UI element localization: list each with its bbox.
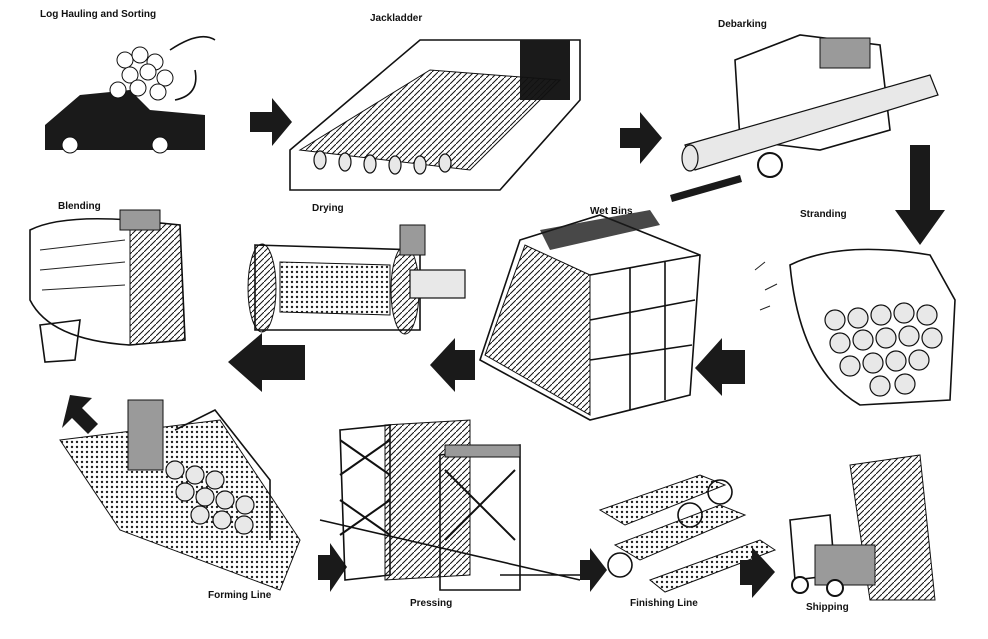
log-hauling-illustration: Log Hauling and Sorting [40, 9, 216, 154]
stranding-illustration: Stranding [754, 209, 956, 406]
label-forming-line: Forming Line [208, 590, 272, 601]
arrow-right-icon [580, 548, 607, 592]
wet-bins-illustration: Wet Bins [479, 206, 701, 421]
arrow-right-icon [620, 112, 662, 164]
arrow-right-icon [318, 543, 347, 592]
label-jackladder: Jackladder [370, 13, 422, 24]
label-drying: Drying [312, 203, 344, 214]
label-shipping: Shipping [806, 602, 849, 613]
finishing-line-illustration: Finishing Line [598, 474, 777, 609]
pressing-illustration: Pressing [319, 419, 590, 609]
arrow-left-icon [228, 333, 305, 392]
blending-illustration: Blending [29, 201, 186, 363]
debarking-illustration: Debarking [670, 19, 939, 202]
arrow-down-left-icon [62, 395, 98, 434]
label-stranding: Stranding [800, 209, 847, 220]
arrow-right-icon [250, 98, 292, 146]
label-wet-bins: Wet Bins [590, 206, 633, 217]
label-log-hauling: Log Hauling and Sorting [40, 9, 156, 20]
arrow-down-icon [895, 145, 945, 245]
label-finishing-line: Finishing Line [630, 598, 698, 609]
shipping-illustration: Shipping [789, 454, 936, 613]
label-pressing: Pressing [410, 598, 452, 609]
label-blending: Blending [58, 201, 101, 212]
forming-line-illustration: Forming Line [59, 399, 301, 601]
label-debarking: Debarking [718, 19, 767, 30]
drying-illustration: Drying [247, 203, 466, 335]
arrow-left-icon [695, 338, 745, 396]
arrow-left-icon [430, 338, 475, 392]
arrow-right-icon [740, 547, 775, 598]
jackladder-illustration: Jackladder [289, 13, 581, 191]
